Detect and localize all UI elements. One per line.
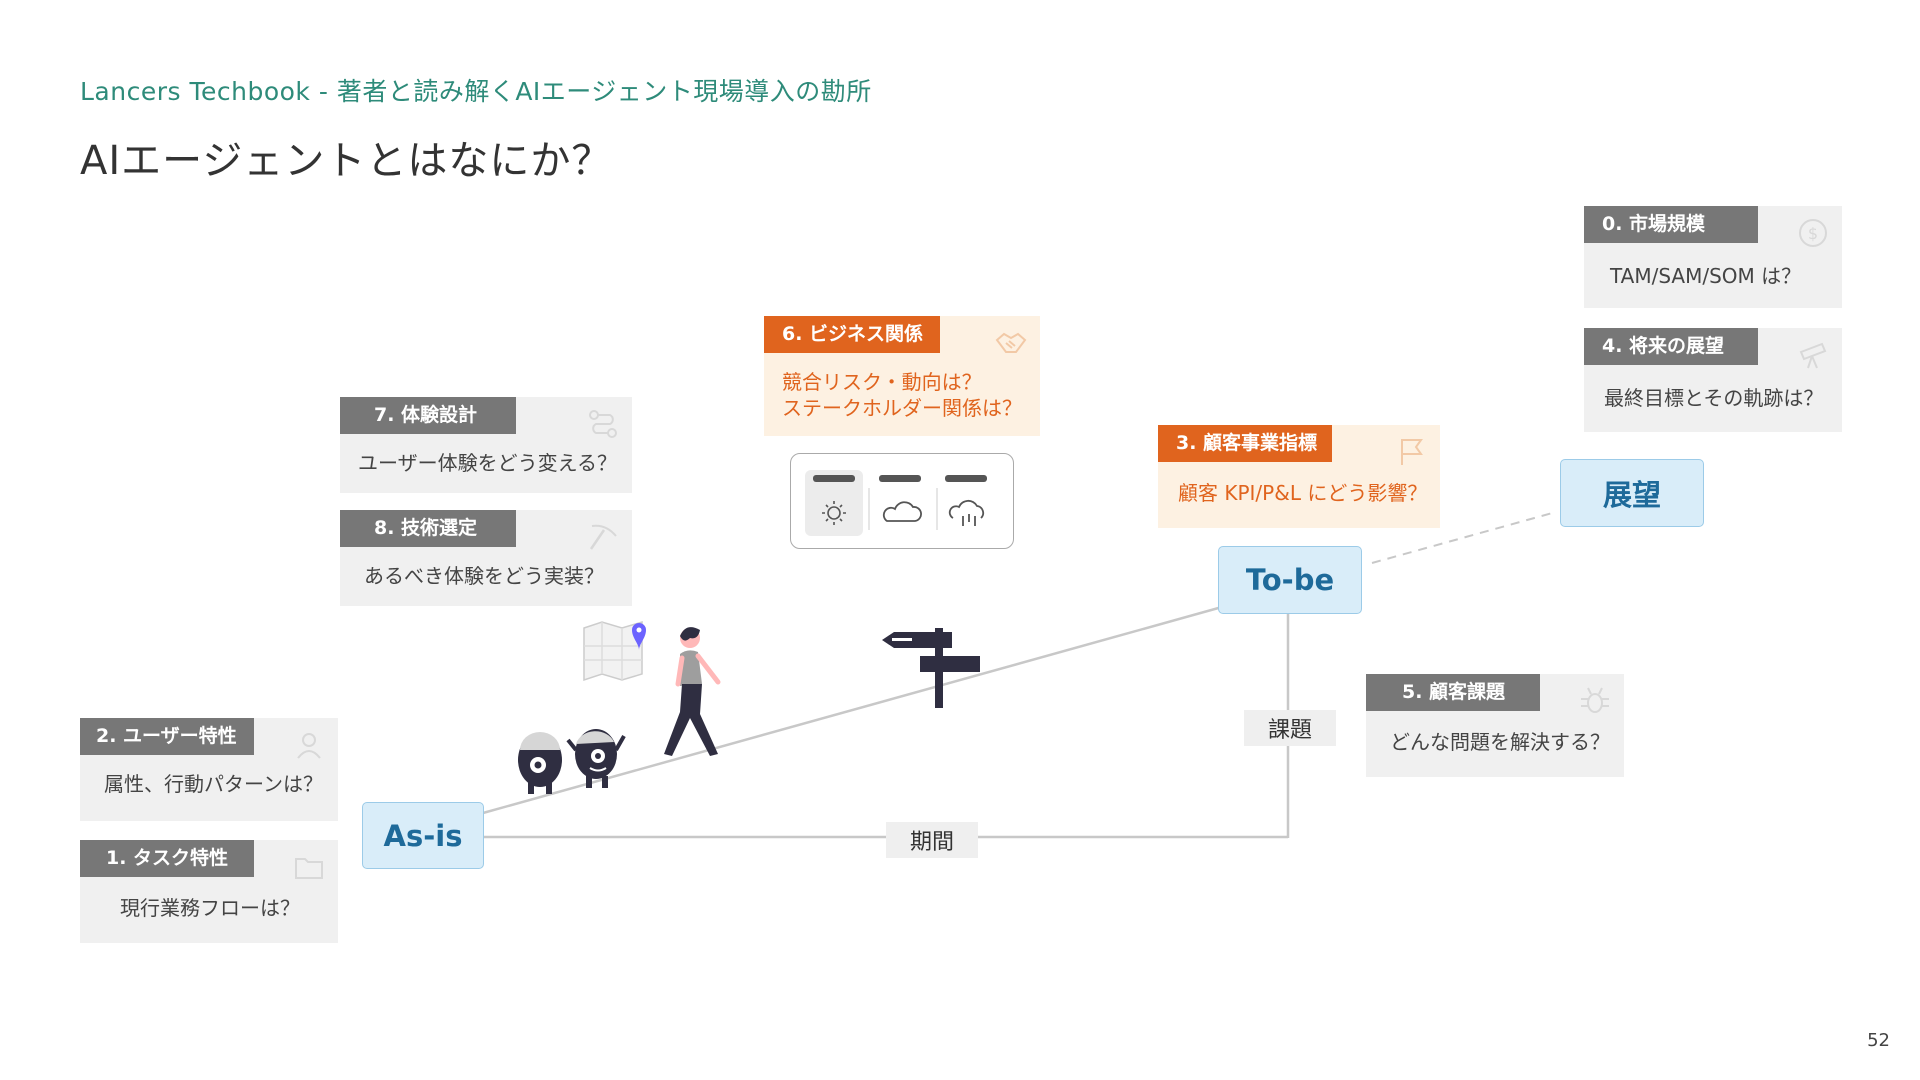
card-question: あるべき体験をどう実装？ (364, 564, 604, 588)
card-question: 顧客 KPI/P&L にどう影響？ (1178, 481, 1428, 505)
card-question: TAM/SAM/SOM は？ (1610, 264, 1802, 288)
card-market-size: 0. 市場規模 $ TAM/SAM/SOM は？ (1584, 206, 1842, 308)
user-icon (297, 733, 321, 759)
monster-right (566, 729, 626, 788)
svg-text:$: $ (1808, 224, 1818, 243)
card-business-relations: 6. ビジネス関係 競合リスク・動向は？ ステークホルダー関係は？ (764, 316, 1040, 436)
pickaxe-icon (589, 524, 617, 550)
bug-icon (1581, 687, 1609, 713)
monster-left (518, 732, 562, 794)
card-customer-problem: 5. 顧客課題 どんな問題を解決する？ (1366, 674, 1624, 777)
telescope-icon (1799, 342, 1827, 369)
card-task-traits: 1. タスク特性 現行業務フローは？ (80, 840, 338, 943)
card-question: 最終目標とその軌跡は？ (1604, 386, 1824, 410)
card-tech-selection: 8. 技術選定 あるべき体験をどう実装？ (340, 510, 632, 606)
card-tag: 7. 体験設計 (340, 397, 516, 434)
card-tag: 0. 市場規模 (1584, 206, 1758, 243)
signpost-icon (882, 628, 980, 708)
card-tag: 6. ビジネス関係 (764, 316, 940, 353)
handshake-icon (995, 332, 1027, 353)
card-customer-kpi: 3. 顧客事業指標 顧客 KPI/P&L にどう影響？ (1158, 425, 1440, 528)
card-tag: 3. 顧客事業指標 (1158, 425, 1332, 462)
card-tag: 1. タスク特性 (80, 840, 254, 877)
card-question: 属性、行動パターンは？ (104, 772, 323, 796)
monster-characters-illustration (518, 729, 626, 794)
card-tag: 4. 将来の展望 (1584, 328, 1758, 365)
dollar-icon: $ (1799, 219, 1827, 247)
page-number: 52 (1867, 1030, 1890, 1051)
flag-icon (1401, 439, 1423, 465)
card-user-traits: 2. ユーザー特性 属性、行動パターンは？ (80, 718, 338, 821)
card-question: ユーザー体験をどう変える？ (358, 451, 617, 475)
card-tag: 8. 技術選定 (340, 510, 516, 547)
walking-woman-illustration (664, 627, 721, 756)
card-question: 競合リスク・動向は？ (782, 370, 982, 394)
route-icon (589, 410, 617, 438)
card-tag: 2. ユーザー特性 (80, 718, 254, 755)
deck-subtitle: Lancers Techbook - 著者と読み解くAIエージェント現場導入の勘… (80, 77, 872, 106)
to-be-node: To-be (1218, 546, 1362, 614)
cloud-icon (882, 501, 922, 522)
folder-icon (295, 858, 323, 879)
weather-icons (805, 470, 987, 536)
card-experience-design: 7. 体験設計 ユーザー体験をどう変える？ (340, 397, 632, 493)
card-question: 現行業務フローは？ (120, 896, 300, 920)
vision-node: 展望 (1560, 459, 1704, 527)
issue-label: 課題 (1244, 710, 1336, 746)
sun-icon (822, 501, 846, 525)
card-question: どんな問題を解決する？ (1390, 730, 1610, 754)
card-future-vision: 4. 将来の展望 最終目標とその軌跡は？ (1584, 328, 1842, 432)
card-tag: 5. 顧客課題 (1366, 674, 1540, 711)
rain-cloud-icon (948, 499, 985, 526)
card-question-2: ステークホルダー関係は？ (782, 396, 1022, 420)
period-label: 期間 (886, 822, 978, 858)
as-is-node: As-is (362, 802, 484, 869)
map-pin-illustration (583, 620, 646, 682)
weather-widget (790, 453, 1014, 549)
slide-title: AIエージェントとはなにか？ (80, 138, 613, 184)
